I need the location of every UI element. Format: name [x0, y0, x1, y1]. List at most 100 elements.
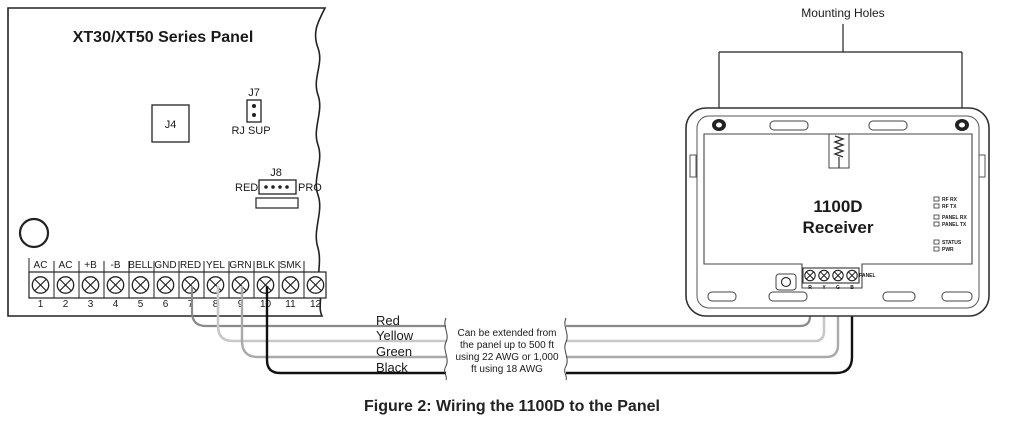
terminal-number-6: 6	[163, 299, 169, 310]
terminal-label-11: SMK	[280, 260, 302, 271]
terminal-label-10: BLK	[256, 260, 275, 271]
wire-green-receiver	[566, 288, 840, 359]
terminal-label-9: GRN	[229, 260, 251, 271]
receiver-1100d: Mounting Holes 1100D Receiver	[685, 6, 990, 317]
receiver-bottom-slot-3	[882, 291, 916, 302]
wire-break-right	[564, 317, 568, 381]
terminal-label-4: -B	[111, 260, 121, 271]
terminal-label-7: RED	[180, 260, 201, 271]
terminal-screw-slot	[34, 279, 47, 291]
extension-note-line-1: Can be extended from	[458, 328, 557, 339]
j8-shroud	[255, 197, 299, 209]
terminal-number-11: 11	[285, 299, 296, 310]
panel-title: XT30/XT50 Series Panel	[73, 29, 254, 46]
wire-run: Red Yellow Green Black Can be extended f…	[190, 286, 854, 381]
receiver-bottom-slot-1	[707, 291, 737, 302]
terminal-screw-slot	[284, 279, 297, 291]
terminal-label-2: AC	[59, 260, 73, 271]
terminal-label-1: AC	[34, 260, 48, 271]
terminal-number-3: 3	[88, 299, 94, 310]
led-rf-tx: RF TX	[933, 203, 957, 210]
receiver-side-notch-left	[689, 154, 697, 178]
receiver-top-slot-right	[868, 120, 908, 131]
rj-sup-label: RJ SUP	[231, 125, 270, 137]
led-status-label: STATUS	[942, 240, 962, 246]
receiver-terminal-letter-y: Y	[822, 285, 826, 291]
terminal-number-7: 7	[188, 299, 194, 310]
led-pwr-box	[933, 246, 940, 252]
terminal-number-8: 8	[213, 299, 219, 310]
wire-break-left	[444, 317, 448, 381]
terminal-number-5: 5	[138, 299, 144, 310]
j7-pin-bottom	[252, 113, 256, 117]
led-pwr: PWR	[933, 246, 954, 253]
receiver-subtitle: Receiver	[803, 218, 874, 237]
receiver-terminal-letter-g: G	[836, 285, 840, 291]
terminal-screw-slot	[309, 279, 322, 291]
j4-header	[151, 104, 190, 143]
mounting-hole-left-center	[716, 122, 722, 128]
j8-red-label: RED	[235, 182, 258, 194]
wire-yellow	[216, 286, 446, 343]
led-status-box	[933, 239, 940, 245]
terminal-screw-slot	[59, 279, 72, 291]
terminal-screw-slot	[184, 279, 197, 291]
terminal-number-9: 9	[238, 299, 244, 310]
receiver-screw-slot	[820, 271, 828, 280]
terminal-number-10: 10	[260, 299, 272, 310]
led-panel-rx-label: PANEL RX	[942, 215, 967, 221]
receiver-screw-slot	[834, 271, 842, 280]
j7-label: J7	[248, 87, 260, 99]
receiver-terminal-label: PANEL	[859, 273, 876, 279]
led-panel-tx-label: PANEL TX	[942, 222, 967, 228]
terminal-label-6: GND	[154, 260, 176, 271]
antenna-spring	[833, 135, 845, 158]
receiver-bottom-slot-2	[768, 291, 808, 302]
terminal-screw-slot	[134, 279, 147, 291]
receiver-terminal-letter-r: R	[808, 285, 812, 291]
terminal-screw-slot	[209, 279, 222, 291]
receiver-housing-inner	[696, 115, 980, 309]
receiver-screw-slot	[848, 271, 856, 280]
terminal-screw-slot	[159, 279, 172, 291]
terminal-screw-slot	[259, 279, 272, 291]
receiver-terminal-block	[802, 267, 860, 284]
receiver-terminal-letter-b: B	[850, 285, 854, 291]
led-panel-rx-box	[933, 214, 940, 220]
mounting-hole-right-center	[959, 122, 965, 128]
led-status: STATUS	[933, 239, 962, 246]
led-rf-rx-box	[933, 196, 940, 202]
j8-pro-label: PRO	[298, 182, 322, 194]
terminal-label-5: BELL	[128, 260, 153, 271]
wire-black-receiver	[566, 288, 854, 375]
receiver-top-slot-left	[769, 120, 809, 131]
wire-label-red: Red	[376, 313, 400, 328]
figure-caption: Figure 2: Wiring the 1100D to the Panel	[364, 398, 660, 415]
led-panel-rx: PANEL RX	[933, 214, 967, 221]
j8-label: J8	[270, 167, 282, 179]
led-rf-tx-box	[933, 203, 940, 209]
panel-terminal-strip: AC1AC2+B3-B4BELL5GND6RED7YEL8GRN9BLK10SM…	[28, 258, 327, 310]
receiver-screw-slot	[806, 271, 814, 280]
terminal-number-12: 12	[310, 299, 322, 310]
j8-header	[258, 179, 297, 195]
receiver-board	[703, 133, 973, 289]
led-pwr-label: PWR	[942, 247, 954, 253]
wire-label-black: Black	[376, 360, 408, 375]
wire-label-yellow: Yellow	[376, 328, 414, 343]
j7-pin-top	[252, 104, 256, 108]
terminal-screw-slot	[234, 279, 247, 291]
led-panel-tx-box	[933, 221, 940, 227]
led-panel-tx: PANEL TX	[933, 221, 967, 228]
j8-pin-3	[278, 185, 282, 189]
receiver-tamper-button	[780, 276, 792, 288]
j8-pin-2	[271, 185, 275, 189]
j8-pin-1	[264, 185, 268, 189]
terminal-label-8: YEL	[206, 260, 225, 271]
panel-round-component	[18, 217, 50, 249]
terminal-label-3: +B	[84, 260, 97, 271]
j8-pin-4	[285, 185, 289, 189]
wire-yellow-receiver	[566, 288, 826, 343]
